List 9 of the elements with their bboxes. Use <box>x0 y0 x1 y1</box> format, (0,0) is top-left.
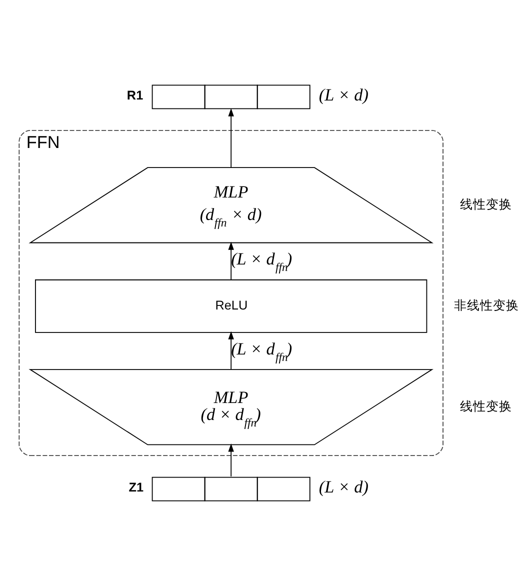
node-label: (L × d) <box>318 476 368 496</box>
node-label: Z1 <box>128 480 144 494</box>
node-label: 线性变换 <box>460 197 512 211</box>
edge-label: (L × d$_{ffn}$) <box>231 249 292 274</box>
edge-label: (L × d$_{ffn}$) <box>231 338 292 364</box>
node-label: (L × d) <box>318 84 368 104</box>
node-label: R1 <box>126 88 144 102</box>
node-label: 非线性变换 <box>454 298 519 312</box>
node-label: 线性变换 <box>460 398 512 413</box>
